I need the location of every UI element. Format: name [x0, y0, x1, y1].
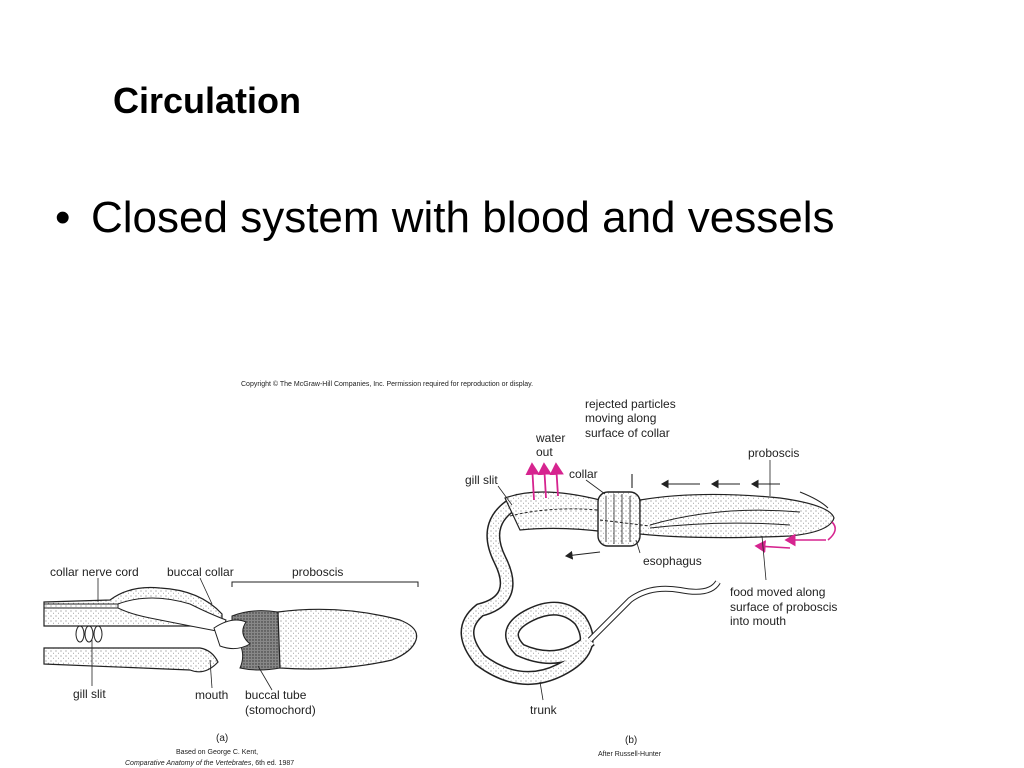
label-food-2: surface of proboscis [730, 600, 837, 614]
label-gill-slit-b: gill slit [465, 473, 498, 487]
label-buccal-collar: buccal collar [167, 565, 234, 579]
label-rejected-3: surface of collar [585, 426, 670, 440]
label-collar-nerve-cord: collar nerve cord [50, 565, 139, 579]
label-food-1: food moved along [730, 585, 825, 599]
slide-title: Circulation [113, 80, 302, 121]
label-mouth: mouth [195, 688, 228, 702]
label-collar: collar [569, 467, 598, 481]
bullet-item: • Closed system with blood and vessels [55, 193, 834, 243]
credit-a-edition: , 6th ed. 1987 [251, 760, 294, 767]
label-rejected-2: moving along [585, 411, 656, 425]
label-esophagus: esophagus [643, 554, 702, 568]
label-buccal-tube: buccal tube [245, 688, 307, 702]
panel-b-label: (b) [625, 735, 637, 746]
panel-b-drawing [460, 460, 836, 701]
label-proboscis-a: proboscis [292, 565, 343, 579]
label-food-3: into mouth [730, 614, 786, 628]
label-stomochord: (stomochord) [245, 703, 316, 717]
credit-a-line1: Based on George C. Kent, [176, 749, 258, 756]
panel-a-drawing [43, 577, 419, 691]
label-gill-slit-a: gill slit [73, 687, 106, 701]
credit-a-book: Comparative Anatomy of the Vertebrates [125, 760, 252, 767]
bullet-text: Closed system with blood and vessels [91, 193, 835, 242]
credit-b: After Russell-Hunter [598, 751, 662, 758]
label-proboscis-b: proboscis [748, 446, 799, 460]
credit-a-line2: Comparative Anatomy of the Vertebrates, … [125, 760, 294, 767]
bullet-dot: • [55, 193, 71, 242]
panel-a-label: (a) [216, 733, 228, 744]
label-trunk: trunk [530, 703, 558, 717]
label-rejected-1: rejected particles [585, 397, 676, 411]
label-water: water [535, 431, 565, 445]
copyright-text: Copyright © The McGraw-Hill Companies, I… [241, 380, 533, 388]
label-out: out [536, 445, 553, 459]
